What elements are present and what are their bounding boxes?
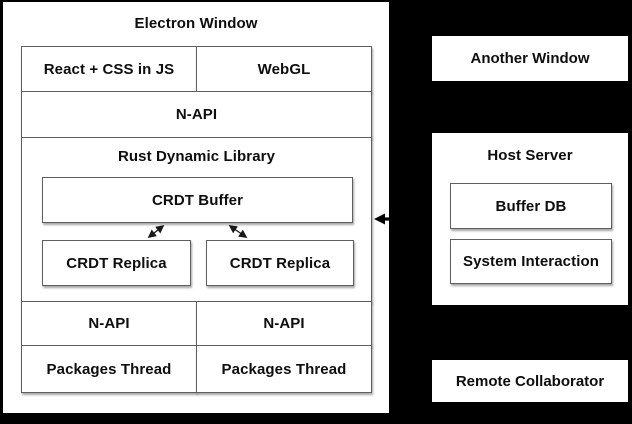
incoming-left-arrow-icon: [374, 213, 397, 225]
crdt-replica-left-box: CRDT Replica: [42, 240, 191, 286]
double-headed-arrow-left-icon: [147, 224, 165, 239]
napi-right-box: N-API: [196, 301, 372, 346]
sync-arrows: [147, 224, 248, 239]
rust-dynamic-library-title: Rust Dynamic Library: [117, 148, 276, 165]
webgl-box: WebGL: [196, 46, 372, 92]
packages-thread-left-box: Packages Thread: [21, 345, 197, 393]
electron-window-title: Electron Window: [134, 15, 258, 32]
electron-window-panel: Electron Window React + CSS in JS WebGL …: [3, 2, 389, 413]
napi-left-box: N-API: [21, 301, 197, 346]
rust-dynamic-library-container: Rust Dynamic Library CRDT Buffer CRDT Re…: [21, 137, 372, 302]
napi-top-box: N-API: [21, 91, 372, 138]
buffer-db-box: Buffer DB: [450, 183, 612, 229]
host-server-title: Host Server: [487, 147, 573, 164]
remote-collaborator-panel: Remote Collaborator: [432, 360, 628, 402]
crdt-buffer-box: CRDT Buffer: [42, 177, 353, 223]
system-interaction-box: System Interaction: [450, 239, 612, 284]
packages-thread-right-box: Packages Thread: [196, 345, 372, 393]
another-window-title: Another Window: [470, 50, 590, 67]
double-headed-arrow-right-icon: [228, 225, 248, 238]
host-server-panel: Host Server Buffer DB System Interaction: [432, 133, 628, 305]
react-css-box: React + CSS in JS: [21, 46, 197, 92]
crdt-replica-right-box: CRDT Replica: [206, 240, 354, 286]
remote-collaborator-title: Remote Collaborator: [455, 372, 605, 390]
another-window-panel: Another Window: [432, 36, 628, 81]
